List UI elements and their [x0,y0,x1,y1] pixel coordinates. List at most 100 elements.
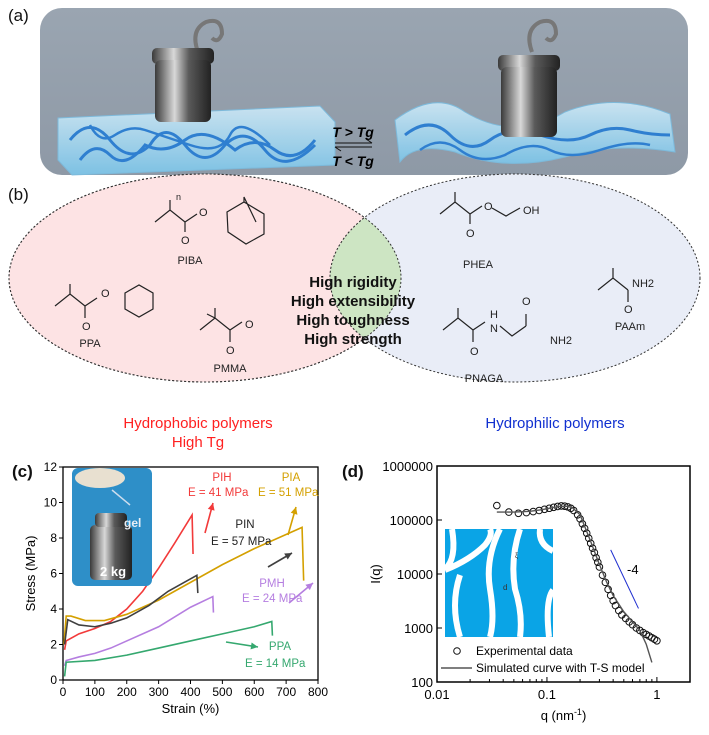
structure-piba [154,200,198,232]
series-label-pih: PIH [212,472,231,484]
structure-ppa-ring [124,284,154,318]
data-point [653,636,661,645]
transition-cooling: T < Tg [332,153,374,169]
y-tick-label: 1000000 [382,459,433,474]
arrowhead-ppa [250,642,258,650]
series-label-pmh: PMH [259,578,285,590]
arrowhead-pmh [305,583,313,591]
venn-diagram: High rigidity High extensibility High to… [8,173,701,451]
atom-o: O [624,304,633,316]
y-tick-label: 6 [50,567,57,581]
inset-xi-label: ξ [515,553,518,560]
y-tick-label: 1000 [404,621,433,636]
y-tick-label: 100000 [390,513,433,528]
x-tick-label: 300 [149,685,169,699]
legend-marker-experimental [453,647,461,655]
property-rigidity: High rigidity [309,274,397,291]
x-tick-label: 500 [212,685,232,699]
modulus-label-pia: E = 51 MPa [258,487,319,499]
transition-heating: T > Tg [332,124,374,140]
inset-gel-label: gel [124,516,141,530]
x-tick-label: 100 [85,685,105,699]
structure-piba-ring [226,196,265,245]
transition-arrows [334,138,373,152]
curve-pmh [63,595,215,667]
weight-right [498,18,560,137]
x-tick-label: 600 [244,685,264,699]
y-tick-label: 8 [50,531,57,545]
modulus-label-pmh: E = 24 MPa [242,593,303,605]
structure-phea [439,192,521,224]
arrowhead-pia [290,507,298,515]
slope-label: -4 [627,562,639,577]
polymer-label-phea: PHEA [463,259,494,271]
weight-left [152,18,225,122]
y-tick-label: 100 [411,675,433,690]
x-tick-label: 800 [308,685,328,699]
polymer-label-pnaga: PNAGA [465,373,504,385]
panel-c-label: (c) [12,462,33,481]
data-point [590,548,599,557]
polymer-label-ppa: PPA [79,338,101,350]
y-axis-label: Stress (MPa) [23,536,38,612]
gel-block-rigid [57,105,336,176]
structure-pnaga [442,308,527,342]
data-point [493,501,501,510]
curve-pia [63,526,305,645]
property-toughness: High toughness [296,312,409,329]
atom-o: O [466,228,475,240]
arrowhead-pin [284,553,292,560]
hydrophobic-subtitle: High Tg [172,434,224,451]
atom-o: O [484,201,493,213]
panel-a-label: (a) [8,6,29,25]
x-tick-label: 0 [60,685,67,699]
y-tick-label: 10 [44,496,58,510]
atom-o: O [199,207,208,219]
x-tick-label: 700 [276,685,296,699]
data-point [573,510,582,519]
panel-b-label: (b) [8,185,29,204]
data-point [569,506,578,515]
atom-o: O [522,296,531,308]
structure-ppa [54,284,98,318]
curve-pin [63,573,199,645]
polymer-label-paam: PAAm [615,321,645,333]
inset-d-label: d [503,583,507,592]
slope-guide-line [610,549,639,609]
atom-n: N [490,323,498,335]
network-inset: ξ d [442,527,556,638]
x-tick-label: 400 [180,685,200,699]
inset-weight-label: 2 kg [100,564,126,579]
x-tick-label: 0.1 [538,687,556,702]
hydrophobic-title: Hydrophobic polymers [123,415,272,432]
atom-o: O [226,345,235,357]
property-strength: High strength [304,331,402,348]
atom-h: H [490,309,498,321]
arrowhead-pih [207,503,215,511]
weight-gel-photo: gel 2 kg [72,468,152,586]
atom-o: O [101,288,110,300]
structure-paam [597,268,629,302]
polymer-label-piba: PIBA [177,255,203,267]
x-tick-label: 0.01 [424,687,449,702]
modulus-label-pin: E = 57 MPa [211,536,272,548]
y-tick-label: 4 [50,602,57,616]
atom-o: O [82,321,91,333]
atom-o: O [245,319,254,331]
chemical-structures [54,192,629,342]
hydrophilic-ellipse [329,173,701,383]
x-tick-label: 200 [117,685,137,699]
x-tick-label: 1 [653,687,660,702]
modulus-label-ppa: E = 14 MPa [245,658,306,670]
structure-pmma [199,308,243,342]
legend-label-experimental: Experimental data [476,644,573,658]
series-label-ppa: PPA [269,641,291,653]
modulus-label-pih: E = 41 MPa [188,487,249,499]
series-label-pia: PIA [282,472,301,484]
y-axis-label: I(q) [368,564,383,584]
